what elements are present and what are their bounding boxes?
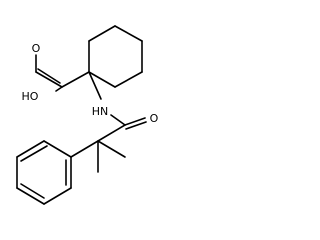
amide-carbonyl-group: O [97,112,159,142]
quaternary-carbon-group [70,140,126,173]
amide-nh-label: HN [92,105,109,118]
bond-nh-to-carbonyl [110,114,126,126]
bond-carboxyl-double-a [35,71,63,88]
amide-nh-group: HN [88,71,126,126]
cyclohexane-ring [88,25,143,88]
bond-ring-3 [114,25,143,42]
bond-carbonyl-double-b [125,121,147,130]
bond-phenyl-inner-2 [20,183,45,199]
bond-phenyl-2 [16,140,45,158]
bond-ring-to-nh [88,71,102,100]
bond-carboxyl-double-b [37,68,61,84]
carboxyl-oh-label: HO [22,90,39,103]
bond-phenyl-5 [43,187,72,205]
bond-carbonyl-to-quaternary [97,124,126,142]
bond-ring-to-carboxyl [61,71,90,88]
chemical-structure-diagram: HO HN O O [16,25,159,205]
carboxylic-acid-group: HO [22,54,90,103]
bond-phenyl-4 [16,187,45,205]
carboxyl-oxygen-label: O [32,42,41,55]
bond-quaternary-to-phenyl [70,140,99,158]
bond-methyl-right [97,140,126,158]
bond-phenyl-inner-1 [20,145,48,162]
bond-carboxyl-oh [55,86,63,92]
bond-ring-2 [88,25,116,42]
bond-phenyl-1 [43,140,72,158]
bond-carbonyl-double-a [124,117,146,126]
bond-ring-5 [114,71,143,88]
amide-oxygen-label: O [150,112,159,125]
bond-ring-6 [88,71,116,88]
phenyl-ring [16,140,72,205]
